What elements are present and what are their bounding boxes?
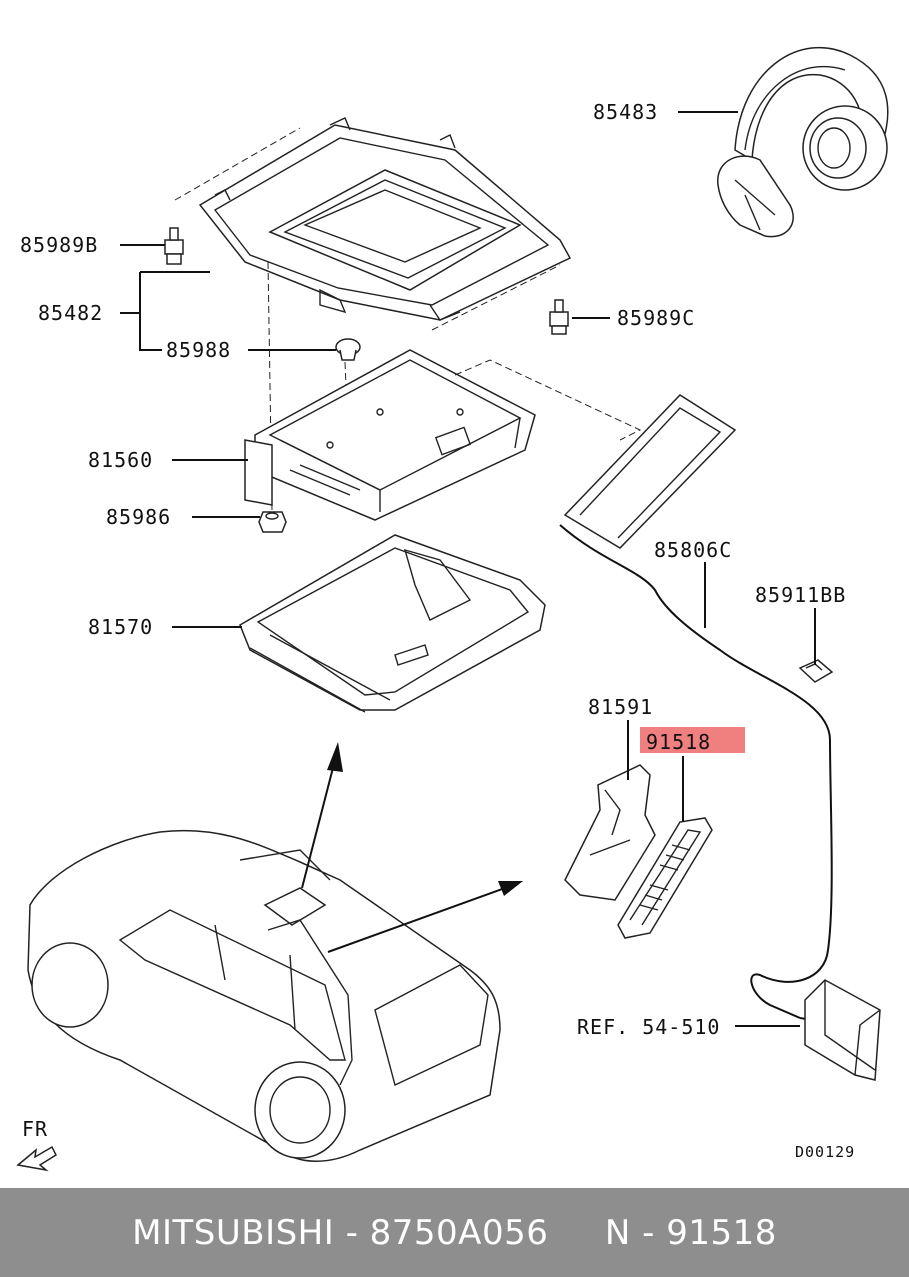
bolt-85989b[interactable] bbox=[164, 227, 184, 265]
diagram-code: D00129 bbox=[795, 1143, 855, 1161]
front-direction-arrow-icon bbox=[16, 1145, 57, 1172]
callout-85483[interactable]: 85483 bbox=[593, 100, 658, 124]
callout-81570[interactable]: 81570 bbox=[88, 615, 153, 639]
cover-81591-part[interactable] bbox=[564, 764, 656, 901]
clip-85988[interactable] bbox=[335, 338, 361, 361]
callout-ref-54-510[interactable]: REF. 54-510 bbox=[577, 1015, 720, 1039]
callout-81591[interactable]: 81591 bbox=[588, 695, 653, 719]
callout-85986[interactable]: 85986 bbox=[106, 505, 171, 529]
callout-85806c[interactable]: 85806C bbox=[654, 538, 732, 562]
nut-85986[interactable] bbox=[258, 511, 287, 533]
remote-control-91518-part[interactable] bbox=[617, 817, 713, 939]
bolt-85989c[interactable] bbox=[549, 299, 569, 335]
arrow-right bbox=[327, 881, 523, 953]
arrow-up bbox=[301, 742, 343, 889]
footer-bar: MITSUBISHI - 8750A056 N - 91518 bbox=[0, 1188, 909, 1277]
callout-85988[interactable]: 85988 bbox=[166, 338, 231, 362]
callout-81560[interactable]: 81560 bbox=[88, 448, 153, 472]
parts-diagram: FR D00129 85483 85989B 85482 85989C 8598… bbox=[16, 46, 889, 1172]
fr-label: FR bbox=[22, 1117, 48, 1141]
vehicle-outline bbox=[27, 829, 501, 1162]
callout-91518[interactable]: 91518 bbox=[646, 730, 711, 754]
module-ref-54-510[interactable] bbox=[804, 979, 881, 1081]
monitor-unit-part[interactable] bbox=[244, 349, 536, 521]
footer-part-text: MITSUBISHI - 8750A056 N - 91518 bbox=[132, 1212, 777, 1253]
callout-85989c[interactable]: 85989C bbox=[617, 306, 695, 330]
callout-85482[interactable]: 85482 bbox=[38, 301, 103, 325]
headphones-part[interactable] bbox=[717, 46, 889, 238]
mounting-bracket-part[interactable] bbox=[198, 117, 572, 321]
callout-85989b[interactable]: 85989B bbox=[20, 233, 98, 257]
highlight-box bbox=[640, 727, 745, 753]
callout-85911bb[interactable]: 85911BB bbox=[755, 583, 846, 607]
housing-part[interactable] bbox=[239, 534, 546, 713]
